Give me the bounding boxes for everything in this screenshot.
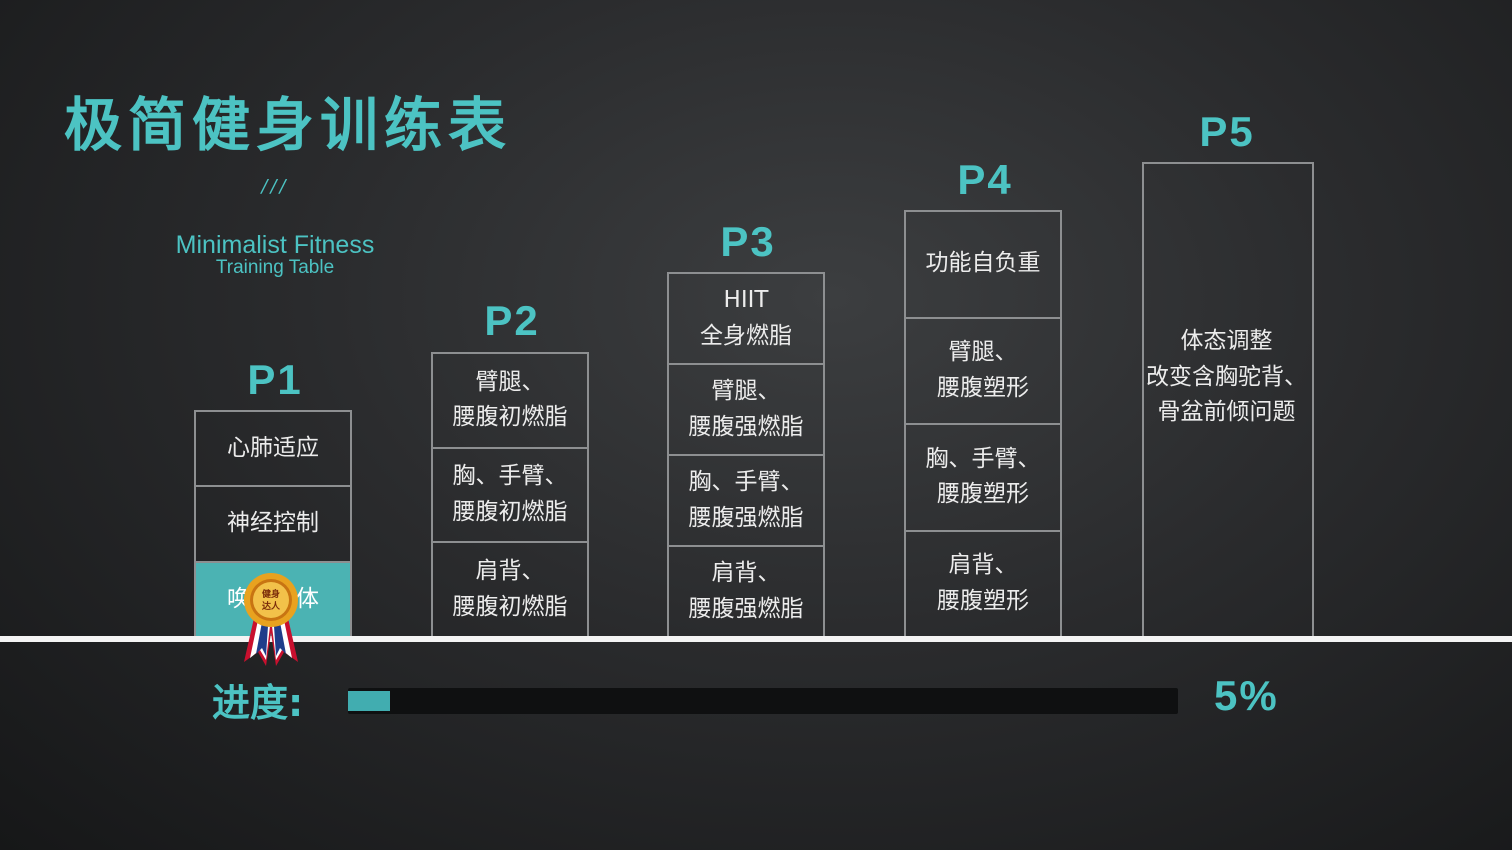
stage-column-p5: 体态调整 改变含胸驼背、 骨盆前倾问题: [1142, 162, 1314, 638]
stage-column-p2: 臂腿、 腰腹初燃脂 胸、手臂、 腰腹初燃脂 肩背、 腰腹初燃脂: [431, 352, 589, 638]
stage-cell: 胸、手臂、 腰腹初燃脂: [433, 449, 587, 544]
progress-percent: 5%: [1214, 672, 1279, 719]
stage-label-p4: P4: [957, 156, 1013, 203]
award-ribbon-icon: 健身 达人: [244, 573, 298, 666]
subtitle-line-1: Minimalist Fitness: [175, 231, 375, 259]
stage-cell: 臂腿、 腰腹塑形: [906, 319, 1060, 425]
progress-bar: [348, 688, 1178, 714]
stage-cell: 心肺适应: [196, 412, 350, 488]
badge-text: 健身: [262, 588, 280, 600]
subtitle: Minimalist Fitness Training Table: [150, 232, 400, 278]
title-decoration: ///: [261, 176, 289, 197]
badge-text-2: 达人: [262, 600, 281, 612]
stage-column-p4: 功能自负重 臂腿、 腰腹塑形 胸、手臂、 腰腹塑形 肩背、 腰腹塑形: [904, 210, 1062, 638]
stage-cell: 臂腿、 腰腹初燃脂: [433, 354, 587, 449]
stage-cell: HIIT 全身燃脂: [669, 274, 823, 365]
stage-label-p5: P5: [1199, 108, 1255, 155]
stage-cell: 功能自负重: [906, 212, 1060, 319]
stage-cell: 臂腿、 腰腹强燃脂: [669, 365, 823, 456]
stage-cell: 肩背、 腰腹初燃脂: [452, 558, 568, 620]
stage-cell: 肩背、 腰腹强燃脂: [688, 559, 804, 622]
stage-cell: 体态调整 改变含胸驼背、 骨盆前倾问题: [1146, 328, 1307, 426]
stage-cell: 肩背、 腰腹塑形: [937, 552, 1029, 614]
stage-label-p2: P2: [484, 297, 540, 344]
progress-fill: [348, 691, 390, 711]
page-title: 极简健身训练表: [64, 91, 513, 159]
stage-label-p3: P3: [720, 218, 776, 265]
stage-column-p3: HIIT 全身燃脂 臂腿、 腰腹强燃脂 胸、手臂、 腰腹强燃脂 肩背、 腰腹强燃…: [667, 272, 825, 638]
baseline-divider: [0, 636, 1512, 642]
stage-cell: 胸、手臂、 腰腹塑形: [906, 425, 1060, 532]
stage-label-p1: P1: [247, 356, 303, 403]
stage-cell: 胸、手臂、 腰腹强燃脂: [669, 456, 823, 547]
subtitle-line-2: Training Table: [215, 257, 335, 279]
stage-cell: 神经控制: [196, 487, 350, 563]
progress-label: 进度:: [212, 681, 304, 725]
